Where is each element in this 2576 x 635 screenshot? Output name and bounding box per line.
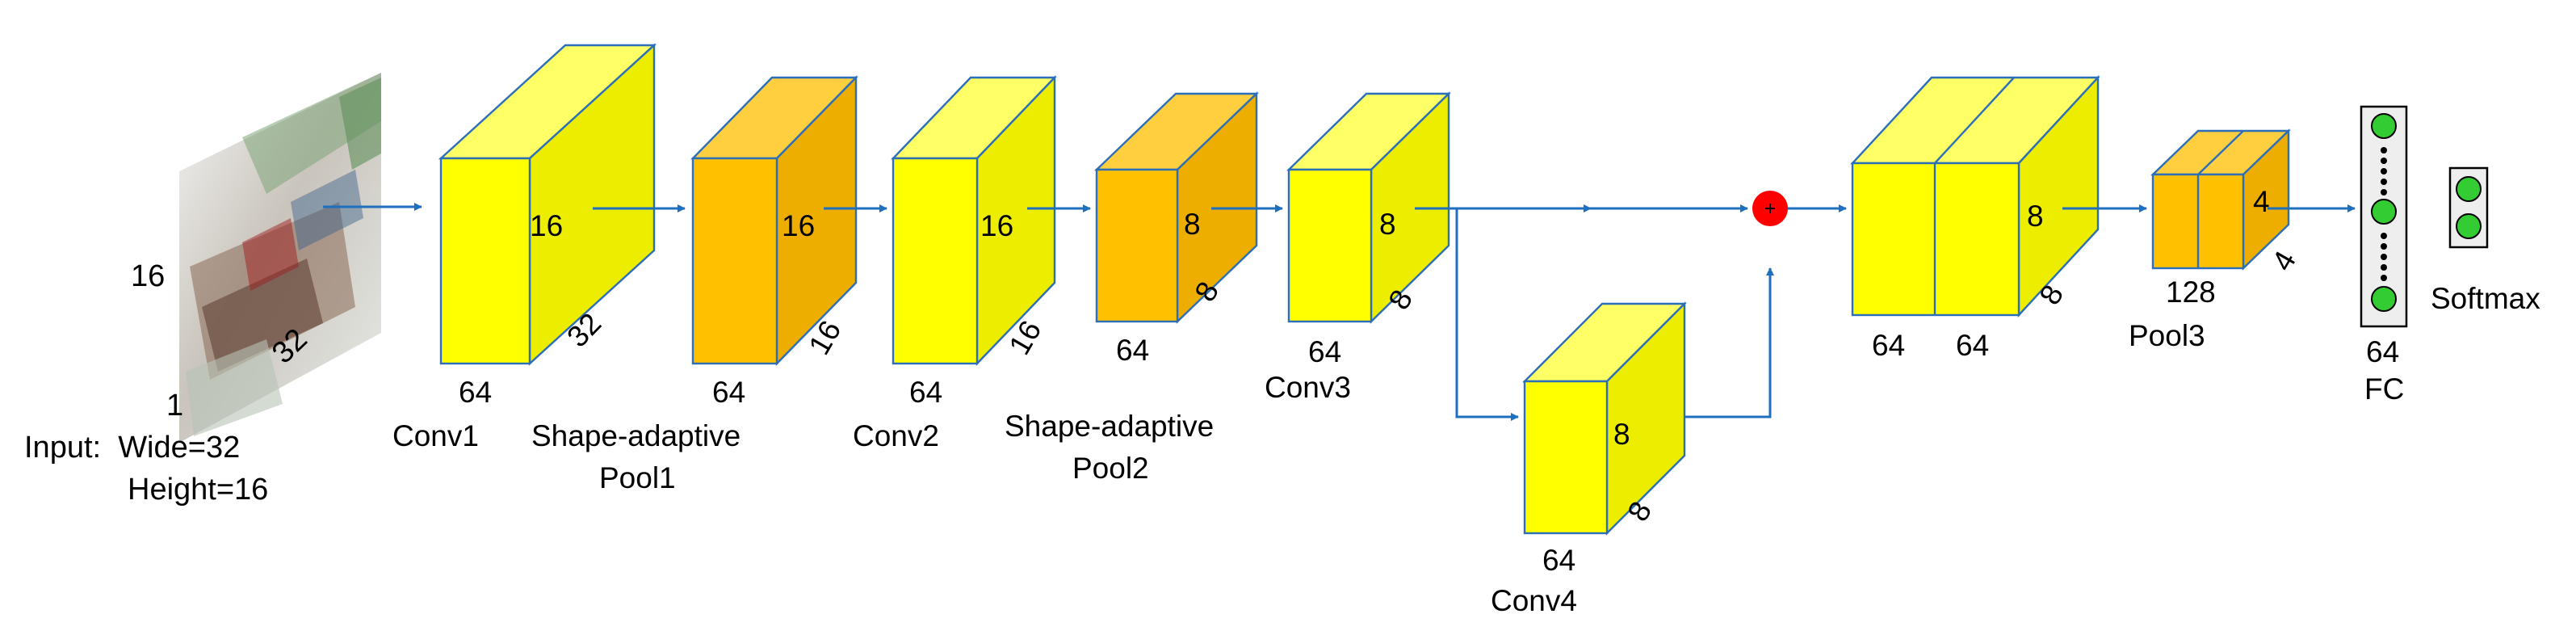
fc-units-label: 64 xyxy=(2366,335,2399,368)
conv4-name-label: Conv4 xyxy=(1491,584,1577,617)
conv2-block-front xyxy=(892,157,979,365)
conv2-name-label: Conv2 xyxy=(853,419,939,452)
pool2-block-front xyxy=(1095,168,1179,323)
softmax-neuron-1 xyxy=(2456,176,2482,202)
pool1-block-front xyxy=(691,157,778,365)
fc-name-label: FC xyxy=(2364,372,2404,406)
fc-layer xyxy=(2360,105,2408,328)
conv4-height-label: 8 xyxy=(1613,418,1630,451)
arrow-conv3-conv4 xyxy=(1455,208,1519,421)
concat-channels-b-label: 64 xyxy=(1956,329,1989,362)
conv1-name-label: Conv1 xyxy=(392,419,479,452)
pool1-block xyxy=(690,75,858,366)
fc-ellipsis-lower xyxy=(2381,233,2387,281)
input-depth-label: 1 xyxy=(166,389,183,423)
conv3-block xyxy=(1286,91,1451,324)
pool2-name-line2: Pool2 xyxy=(1072,452,1149,485)
conv1-block xyxy=(438,43,657,366)
pool3-channels-label: 128 xyxy=(2166,275,2216,309)
pool2-height-label: 8 xyxy=(1184,208,1201,241)
input-caption-line1: Input: Wide=32 xyxy=(24,431,240,465)
pool1-channels-label: 64 xyxy=(712,376,745,409)
fc-neuron-top xyxy=(2371,113,2397,139)
concat-width-label: 8 xyxy=(2033,280,2070,310)
arrow-conv4-add xyxy=(1684,267,1774,418)
pool1-name-line1: Shape-adaptive xyxy=(531,419,740,452)
pool1-height-label: 16 xyxy=(782,209,815,242)
input-height-label: 16 xyxy=(131,259,165,293)
pool3-width-label: 4 xyxy=(2265,246,2302,276)
softmax-name-label: Softmax xyxy=(2431,282,2540,315)
conv1-height-label: 16 xyxy=(530,209,563,242)
pool3-name-label: Pool3 xyxy=(2129,319,2205,352)
flow-arrows xyxy=(323,203,2356,421)
pool3-block xyxy=(2150,128,2291,271)
input-image xyxy=(179,73,381,443)
conv2-channels-label: 64 xyxy=(909,376,942,409)
fc-neuron-middle xyxy=(2371,199,2397,225)
conv4-block-front xyxy=(1523,380,1609,535)
conv3-block-front xyxy=(1287,168,1373,323)
conv2-block xyxy=(891,75,1057,366)
softmax-neuron-2 xyxy=(2456,213,2482,239)
pool2-name-line1: Shape-adaptive xyxy=(1005,410,1214,443)
conv4-channels-label: 64 xyxy=(1542,544,1575,577)
pool2-channels-label: 64 xyxy=(1116,334,1149,367)
concat-height-label: 8 xyxy=(2027,200,2044,233)
conv3-name-label: Conv3 xyxy=(1265,371,1351,404)
conv3-height-label: 8 xyxy=(1379,208,1396,241)
conv3-channels-label: 64 xyxy=(1308,335,1341,368)
conv1-channels-label: 64 xyxy=(459,376,492,409)
concat-block-top-divider xyxy=(1934,77,2015,164)
fc-ellipsis-upper xyxy=(2381,147,2387,196)
pool3-height-label: 4 xyxy=(2253,185,2270,218)
softmax-layer xyxy=(2448,166,2489,249)
concat-block xyxy=(1850,74,2100,318)
conv4-block xyxy=(1522,301,1687,536)
add-node xyxy=(1752,191,1788,226)
pool1-name-line2: Pool1 xyxy=(599,461,676,494)
fc-neuron-bottom xyxy=(2371,286,2397,312)
input-caption-line2: Height=16 xyxy=(128,473,268,507)
pool3-block-top-divider xyxy=(2197,130,2244,175)
conv2-height-label: 16 xyxy=(980,209,1013,242)
conv1-block-front xyxy=(439,157,531,365)
concat-channels-a-label: 64 xyxy=(1872,329,1905,362)
